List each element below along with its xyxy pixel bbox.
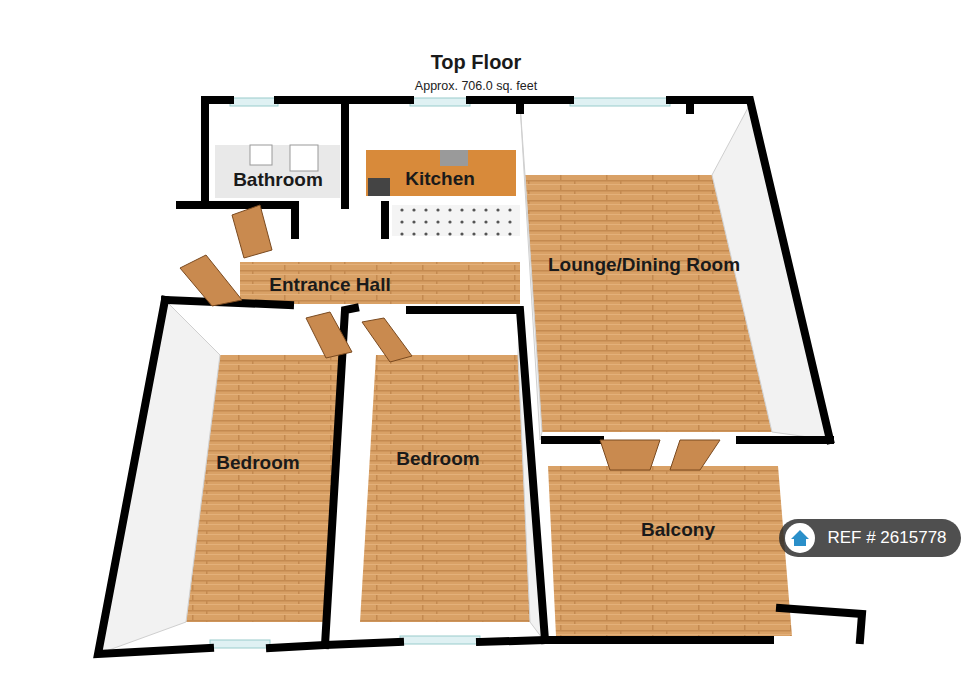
plan-shape [545,436,600,444]
ref-number: REF # 2615778 [827,519,946,557]
plan-shape [240,262,520,304]
plan-shape [780,608,862,640]
walls [98,100,862,654]
room: Bathroom [229,167,327,193]
plan-shape [325,308,355,645]
area-note: Approx. 706.0 sq. feet [415,79,537,93]
plan-shape [740,436,830,444]
plan-shape [570,98,670,106]
doors [180,205,720,470]
room: Bedroom [212,450,303,476]
plan-shape [270,642,400,648]
plan-shape [400,636,480,644]
plan-shape [98,300,220,654]
plan-shape [230,98,278,106]
plan-title: Top Floor [431,51,522,74]
room: Kitchen [401,166,479,192]
home-icon [783,521,817,555]
plan-shape [362,318,412,362]
plan-shape [410,98,470,106]
room-label: Bathroom [233,169,323,191]
plan-shape [392,205,520,236]
room: Balcony [637,517,719,543]
plan-shape [341,100,349,205]
plan-shape [360,355,530,622]
plan-shape [550,636,770,644]
room: Entrance Hall [265,272,394,298]
plan-shape [210,640,270,648]
room: Bedroom [392,446,483,472]
plan-shape [368,178,390,196]
plan-shape [440,150,468,166]
room-label: Bedroom [396,448,479,470]
icon-house [791,530,809,546]
plan-shape [381,205,389,235]
room-label: Bedroom [216,452,299,474]
icon-circle [785,523,815,553]
room-label: Kitchen [405,168,475,190]
plan-shape [480,640,550,642]
plan-shape [250,145,272,165]
plan-shape [232,205,272,258]
plan-shape [548,466,792,636]
plan-shape [600,440,660,470]
plan-shape [290,145,318,171]
plan-shape [520,96,570,104]
plan-shape [180,255,242,306]
floors [186,145,792,636]
room: Lounge/Dining Room [544,252,744,278]
windows [210,98,670,648]
plan-shape [366,150,516,196]
plan-shape [670,440,720,470]
plan-shape [410,310,545,640]
plan-shape [306,312,352,358]
plan-shape [470,100,520,110]
plan-shape [98,300,210,654]
plan-shape [205,100,230,205]
room-label: Lounge/Dining Room [548,254,740,276]
ref-badge: REF # 2615778 [779,519,960,557]
room-label: Balcony [641,519,715,541]
room-label: Entrance Hall [269,274,390,296]
plan-shape [215,145,340,198]
